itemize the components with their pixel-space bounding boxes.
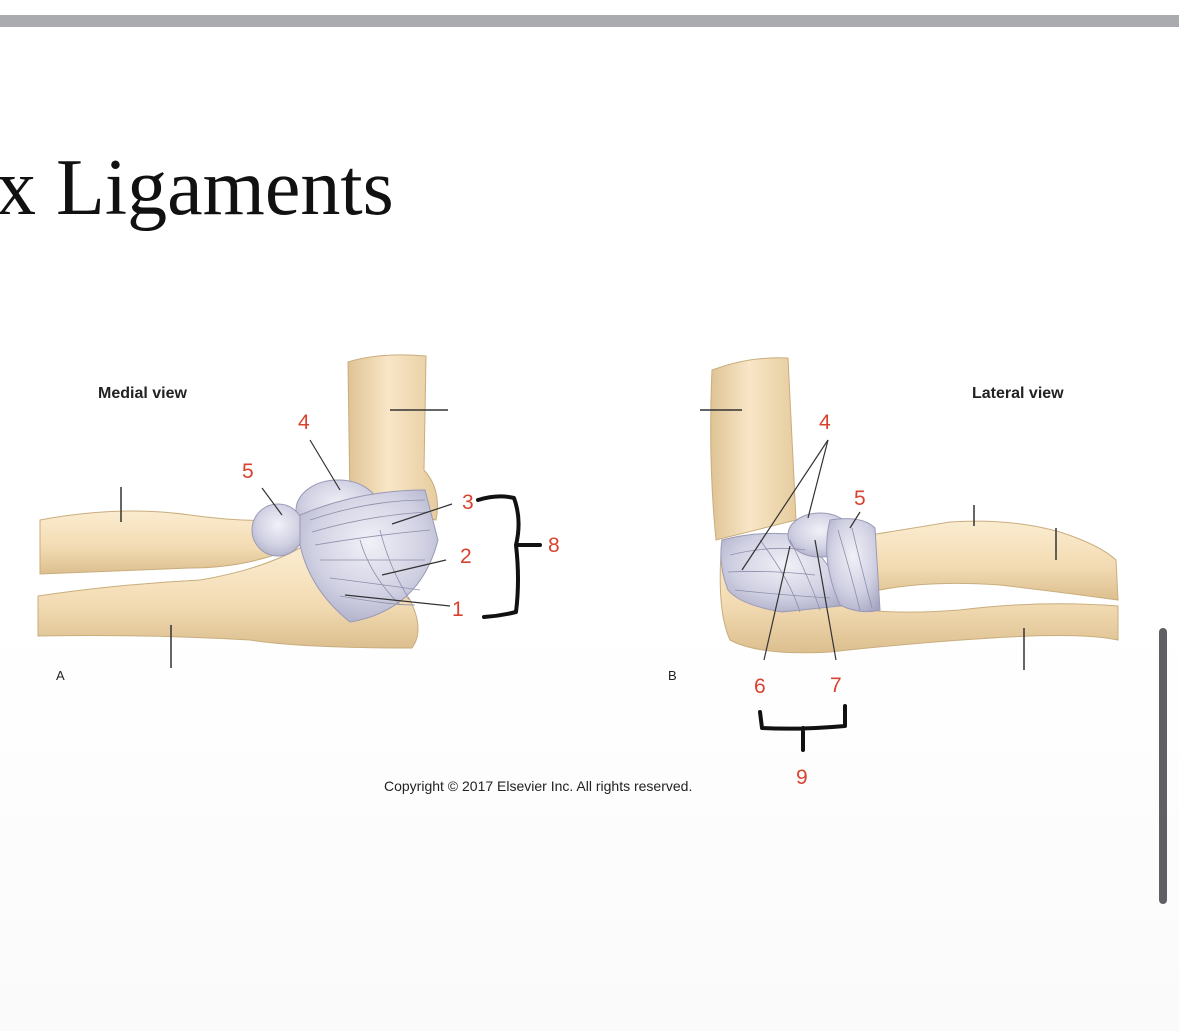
medial-label-3: 3 bbox=[462, 491, 474, 514]
lateral-label-4: 4 bbox=[819, 411, 831, 434]
medial-annular-band bbox=[251, 503, 305, 557]
lateral-leader-7 bbox=[814, 539, 837, 661]
slide-title: x Ligaments bbox=[0, 144, 394, 232]
group-label-9: 9 bbox=[796, 766, 808, 789]
lateral-view-label: Lateral view bbox=[972, 385, 1064, 402]
medial-ligament-fibers bbox=[309, 499, 431, 606]
scrollbar-thumb[interactable] bbox=[1159, 628, 1167, 904]
group-label-8: 8 bbox=[548, 534, 560, 557]
medial-leader-5 bbox=[261, 487, 283, 516]
medial-view-label: Medial view bbox=[98, 385, 187, 402]
medial-label-4: 4 bbox=[298, 411, 310, 434]
medial-humerus bbox=[347, 354, 438, 521]
lateral-humerus bbox=[710, 357, 797, 541]
scrollbar[interactable] bbox=[1158, 628, 1170, 904]
medial-radius bbox=[39, 510, 301, 575]
lateral-leader-4b bbox=[807, 439, 829, 519]
lateral-view-illustration bbox=[700, 357, 1119, 670]
lateral-label-7: 7 bbox=[830, 674, 842, 697]
bracket-8 bbox=[476, 494, 542, 619]
lateral-radius bbox=[839, 520, 1119, 601]
bracket-9 bbox=[758, 704, 847, 752]
medial-label-2: 2 bbox=[460, 545, 472, 568]
lateral-leader-6 bbox=[763, 545, 791, 661]
panel-b-letter: B bbox=[668, 668, 677, 683]
medial-leader-4 bbox=[309, 439, 341, 491]
lateral-leader-4a bbox=[741, 439, 829, 571]
medial-leader-1 bbox=[344, 594, 451, 607]
medial-leader-2 bbox=[381, 559, 447, 576]
lateral-ligament-fibers bbox=[727, 527, 873, 613]
lateral-leader-5 bbox=[849, 511, 861, 529]
medial-leader-3 bbox=[391, 503, 453, 525]
copyright-notice: Copyright © 2017 Elsevier Inc. All right… bbox=[384, 778, 693, 794]
lateral-label-5: 5 bbox=[854, 487, 866, 510]
medial-view-illustration bbox=[37, 354, 453, 668]
medial-label-5: 5 bbox=[242, 460, 254, 483]
lateral-label-6: 6 bbox=[754, 675, 766, 698]
top-bar bbox=[0, 15, 1179, 27]
panel-a-letter: A bbox=[56, 668, 65, 683]
medial-label-1: 1 bbox=[452, 598, 464, 621]
